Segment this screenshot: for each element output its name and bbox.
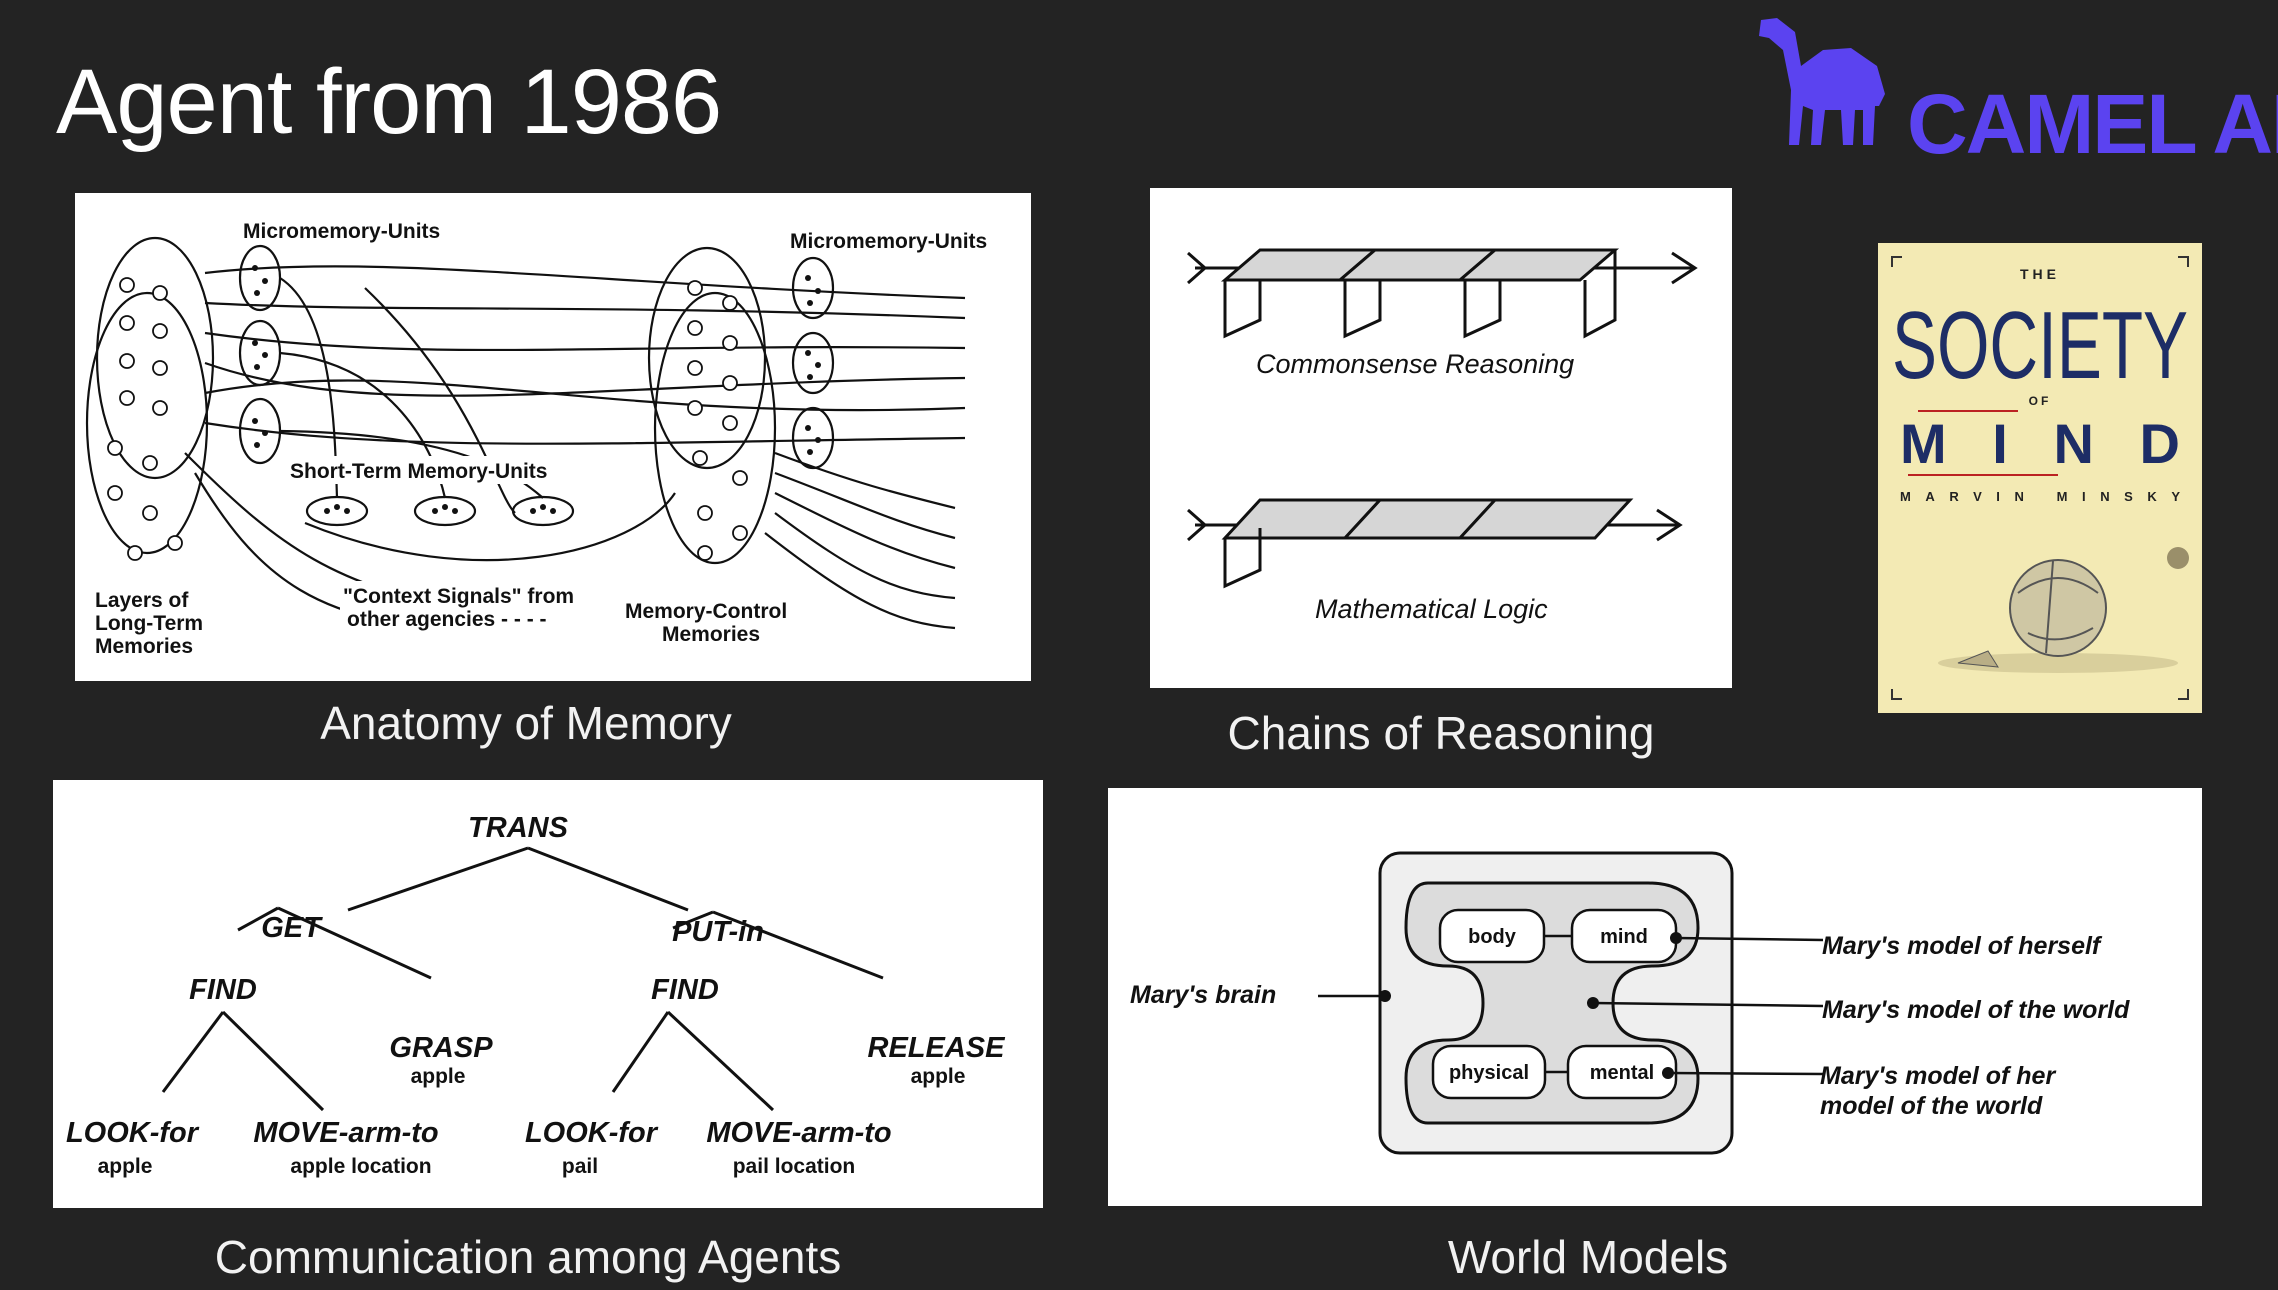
book-author: MARVIN MINSKY [1900, 489, 2180, 504]
context-label-1: "Context Signals" from [343, 585, 574, 608]
chains-of-reasoning-figure: Commonsense Reasoning Mathematical Logic [1150, 188, 1732, 688]
slide-title: Agent from 1986 [56, 51, 722, 153]
node-grasp-sub: apple [411, 1065, 466, 1088]
world-models-figure: body mind physical mental Mary's brain M… [1108, 788, 2202, 1206]
logo-text: CAMEL AI [1907, 77, 2278, 171]
model-her-label-2: model of the world [1820, 1092, 2043, 1120]
micromemory-left-label: Micromemory-Units [243, 220, 440, 243]
model-her-label-1: Mary's model of her [1820, 1062, 2056, 1090]
model-world-label: Mary's model of the world [1822, 996, 2130, 1024]
control-label-2: Memories [662, 623, 760, 646]
marys-brain-label: Mary's brain [1130, 981, 1276, 1009]
control-label-1: Memory-Control [625, 600, 787, 623]
node-get: GET [261, 912, 323, 944]
box-body: body [1468, 926, 1517, 948]
book-the: THE [2020, 266, 2060, 282]
memory-caption: Anatomy of Memory [320, 697, 732, 749]
reasoning-caption: Chains of Reasoning [1227, 707, 1655, 759]
context-label-2: other agencies - - - - [347, 608, 547, 631]
model-herself-label: Mary's model of herself [1822, 932, 2103, 960]
node-release: RELEASE [868, 1032, 1007, 1064]
agents-caption: Communication among Agents [214, 1231, 842, 1283]
node-look-right-sub: pail [562, 1155, 598, 1178]
box-mental: mental [1590, 1062, 1654, 1084]
node-release-sub: apple [911, 1065, 966, 1088]
communication-among-agents-figure: TRANS GET PUT-in FIND GRASP FIND RELEASE… [53, 780, 1043, 1208]
world-model-diagram: body mind physical mental Mary's brain M… [1130, 851, 2130, 1155]
anatomy-of-memory-figure: Micromemory-Units Micromemory-Units Shor… [75, 193, 1031, 681]
math-logic-label: Mathematical Logic [1315, 594, 1548, 624]
micromemory-right-label: Micromemory-Units [790, 230, 987, 253]
agents-tree-diagram: TRANS GET PUT-in FIND GRASP FIND RELEASE… [66, 812, 1007, 1178]
sphere-illustration [1938, 547, 2189, 673]
node-put-in: PUT-in [672, 916, 764, 948]
node-find-left: FIND [189, 974, 257, 1006]
camel-ai-logo: CAMEL AI [1755, 10, 2278, 171]
book-cover-art: THE SOCIETY OF MIND MARVIN MINSKY [1891, 256, 2189, 700]
reasoning-diagram: Commonsense Reasoning Mathematical Logic [1187, 248, 1698, 624]
box-physical: physical [1449, 1062, 1529, 1084]
world-models-caption: World Models [1447, 1231, 1729, 1283]
book-mind: MIND [1900, 412, 2180, 475]
book-society: SOCIETY [1892, 292, 2188, 399]
node-move-left: MOVE-arm-to [253, 1117, 438, 1149]
camel-icon [1759, 18, 1885, 145]
box-mind: mind [1600, 926, 1648, 948]
layers-label-1: Layers of [95, 589, 189, 612]
node-look-left-sub: apple [98, 1155, 153, 1178]
layers-label-2: Long-Term [95, 612, 203, 635]
node-find-right: FIND [651, 974, 719, 1006]
memory-diagram: Micromemory-Units Micromemory-Units Shor… [85, 220, 987, 658]
society-of-mind-book-cover: THE SOCIETY OF MIND MARVIN MINSKY [1878, 243, 2202, 713]
commonsense-label: Commonsense Reasoning [1256, 349, 1574, 379]
book-of: OF [2029, 394, 2052, 408]
node-move-left-sub: apple location [290, 1155, 431, 1178]
node-look-right: LOOK-for [525, 1117, 659, 1149]
node-grasp: GRASP [389, 1032, 493, 1064]
layers-label-3: Memories [95, 635, 193, 658]
node-look-left: LOOK-for [66, 1117, 200, 1149]
node-trans: TRANS [468, 812, 569, 844]
node-move-right: MOVE-arm-to [706, 1117, 891, 1149]
short-term-label: Short-Term Memory-Units [290, 460, 547, 483]
node-move-right-sub: pail location [733, 1155, 856, 1178]
